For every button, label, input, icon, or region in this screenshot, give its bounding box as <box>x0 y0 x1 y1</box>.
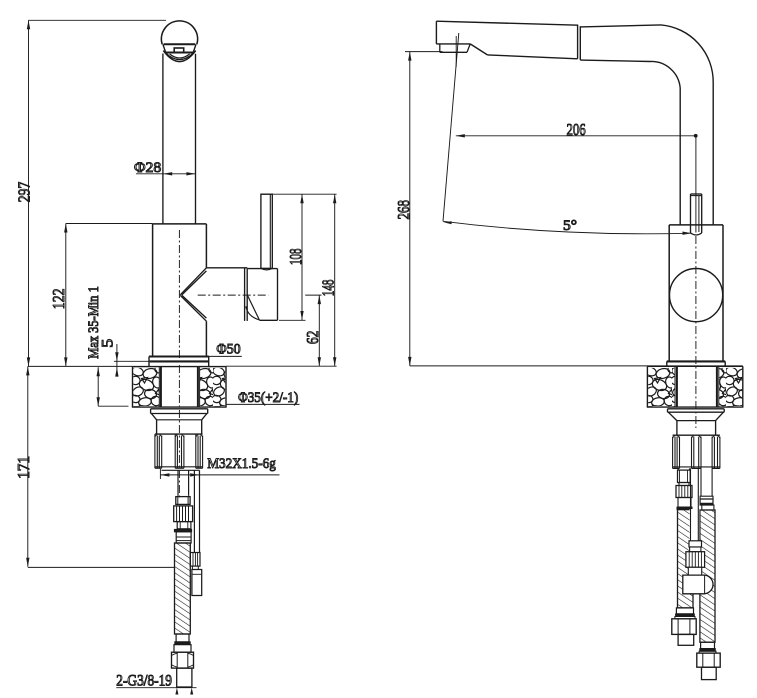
svg-text:Φ35(+2/-1): Φ35(+2/-1) <box>238 390 298 406</box>
svg-text:122: 122 <box>49 289 68 310</box>
svg-text:62: 62 <box>303 331 322 344</box>
svg-text:5°: 5° <box>563 218 577 234</box>
svg-text:108: 108 <box>286 249 305 266</box>
svg-text:206: 206 <box>567 120 586 139</box>
svg-text:5: 5 <box>99 339 116 348</box>
svg-text:Φ28: Φ28 <box>134 160 161 176</box>
svg-text:297: 297 <box>14 182 33 203</box>
svg-text:Max 35-Min 1: Max 35-Min 1 <box>86 286 102 359</box>
svg-text:171: 171 <box>14 456 33 479</box>
svg-text:268: 268 <box>394 200 413 220</box>
svg-text:M32X1.5-6g: M32X1.5-6g <box>207 456 276 472</box>
svg-text:2-G3/8-19: 2-G3/8-19 <box>116 672 172 689</box>
svg-text:148: 148 <box>319 280 338 297</box>
svg-text:Φ50: Φ50 <box>216 342 240 358</box>
